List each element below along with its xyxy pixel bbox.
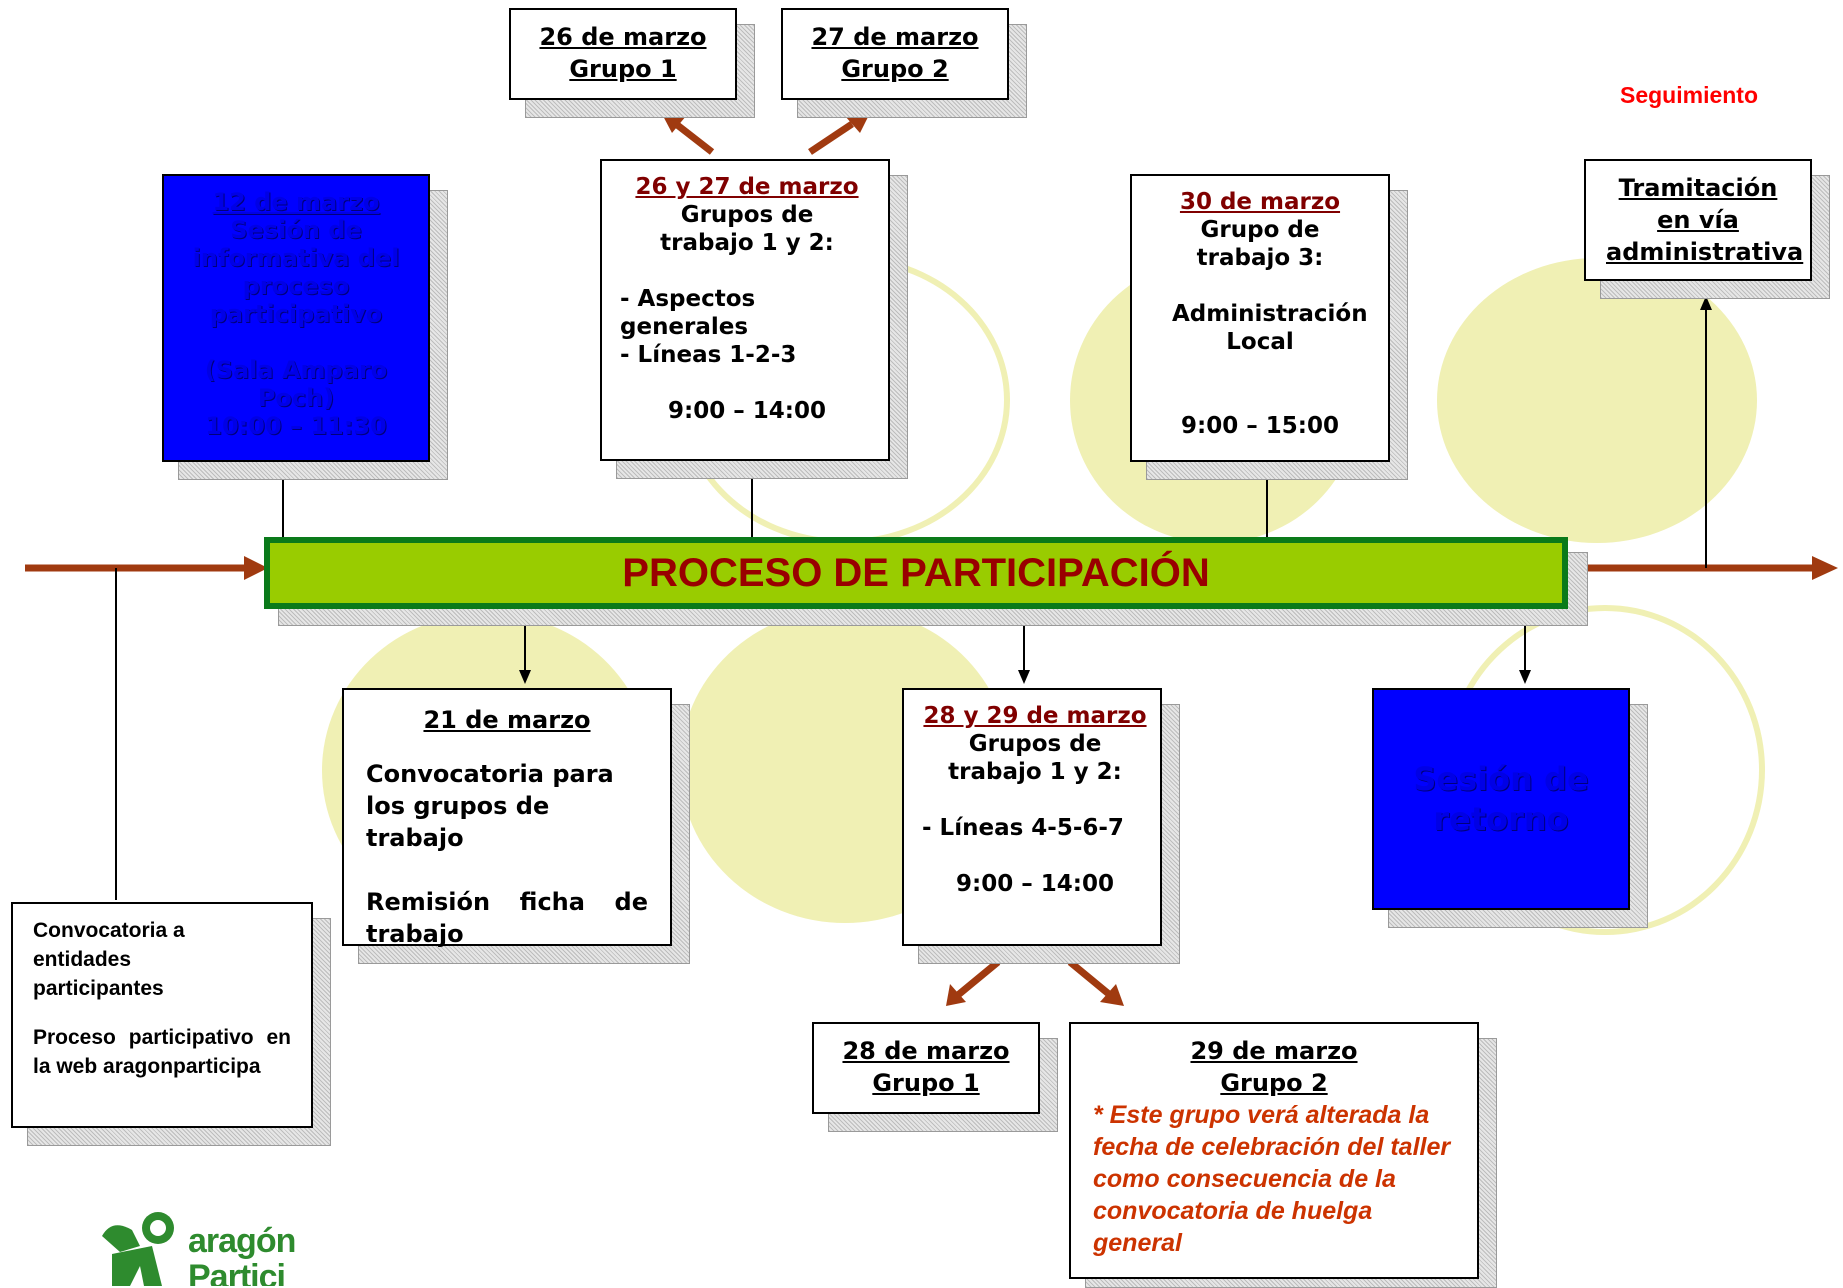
aragon-participa-logo: aragón Partici	[92, 1206, 322, 1286]
branch-arrow-b29	[1067, 959, 1113, 998]
timeline-start-arrowhead	[244, 556, 268, 580]
b29-group: Grupo 2	[1220, 1069, 1328, 1097]
b27-date: 27 de marzo	[811, 23, 979, 51]
branch-arrowhead-b27	[845, 113, 870, 133]
b12-time: 10:00 – 11:30	[205, 412, 387, 440]
logo-text-2: Partici	[188, 1258, 286, 1286]
b2829-time: 9:00 – 14:00	[956, 871, 1114, 897]
b30-groups: Grupo de trabajo 3:	[1196, 217, 1324, 271]
b21-date: 21 de marzo	[423, 706, 591, 734]
b27-group: Grupo 2	[841, 55, 949, 83]
box-b27: 27 de marzo Grupo 2	[781, 8, 1009, 100]
branch-arrow-b28	[955, 959, 1001, 998]
branch-arrow-b26	[673, 121, 715, 155]
b30-time: 9:00 – 15:00	[1181, 413, 1339, 439]
b12-line2: (Sala Amparo Poch)	[204, 356, 388, 412]
branch-arrowhead-b28	[946, 984, 966, 1006]
retorno-text: Sesión de retorno	[1413, 760, 1589, 838]
tram-text: Tramitación en vía administrativa	[1606, 174, 1804, 266]
box-conv: Convocatoria a entidades participantes P…	[11, 902, 313, 1128]
box-b28: 28 de marzo Grupo 1	[812, 1022, 1040, 1114]
connector-arrowhead-tram	[1700, 296, 1712, 310]
b2627-item1: - Aspectos generales	[620, 286, 756, 340]
box-b12: 12 de marzo Sesión de informativa del pr…	[162, 174, 430, 462]
b12-line1: Sesión de informativa del proceso partic…	[192, 216, 400, 328]
box-b26: 26 de marzo Grupo 1	[509, 8, 737, 100]
b30-topic: Administración Local	[1172, 301, 1368, 355]
b21-p2: Remisión ficha de trabajo	[366, 888, 648, 948]
logo-figure-icon	[102, 1212, 174, 1286]
b26-date: 26 de marzo	[539, 23, 707, 51]
connector-arrowhead-b2829	[1018, 670, 1030, 684]
b2627-date: 26 y 27 de marzo	[635, 174, 859, 200]
b26-group: Grupo 1	[569, 55, 677, 83]
conv-p1: Convocatoria a entidades participantes	[33, 919, 185, 1000]
timeline-end-arrowhead	[1812, 556, 1838, 580]
b2627-groups: Grupos de trabajo 1 y 2:	[660, 202, 834, 256]
b28-date: 28 de marzo	[842, 1037, 1010, 1065]
b2829-date: 28 y 29 de marzo	[923, 703, 1147, 729]
b21-p1: Convocatoria para los grupos de trabajo	[366, 760, 614, 852]
seguimiento-label: Seguimiento	[1620, 82, 1759, 108]
process-title: PROCESO DE PARTICIPACIÓN	[622, 550, 1210, 595]
process-bar: PROCESO DE PARTICIPACIÓN	[264, 537, 1568, 609]
box-b21: 21 de marzo Convocatoria para los grupos…	[342, 688, 672, 948]
box-b29: 29 de marzo Grupo 2 * Este grupo verá al…	[1069, 1022, 1479, 1279]
branch-arrowhead-b26	[662, 114, 686, 133]
branch-arrow-b27	[808, 121, 854, 155]
b2627-item2: - Líneas 1-2-3	[620, 342, 797, 368]
box-tram: Tramitación en vía administrativa	[1584, 159, 1812, 281]
box-retorno: Sesión de retorno	[1372, 688, 1630, 910]
b2627-time: 9:00 – 14:00	[668, 398, 826, 424]
b12-date: 12 de marzo	[212, 188, 380, 216]
box-b30: 30 de marzo Grupo de trabajo 3: Administ…	[1130, 174, 1390, 462]
connector-arrowhead-retorno	[1519, 670, 1531, 684]
connector-arrowhead-b21	[519, 670, 531, 684]
box-b2627: 26 y 27 de marzo Grupos de trabajo 1 y 2…	[600, 159, 890, 461]
box-b2829: 28 y 29 de marzo Grupos de trabajo 1 y 2…	[902, 688, 1162, 946]
branch-arrowhead-b29	[1100, 984, 1124, 1006]
logo-text: aragón	[188, 1222, 296, 1260]
b29-date: 29 de marzo	[1190, 1037, 1358, 1065]
b2829-item: - Líneas 4-5-6-7	[922, 815, 1124, 841]
b30-date: 30 de marzo	[1179, 189, 1341, 215]
conv-p2: Proceso participativo en la web aragonpa…	[33, 1026, 291, 1078]
b2829-groups: Grupos de trabajo 1 y 2:	[948, 731, 1122, 785]
b29-note: * Este grupo verá alterada la fecha de c…	[1093, 1101, 1451, 1257]
b28-group: Grupo 1	[872, 1069, 980, 1097]
